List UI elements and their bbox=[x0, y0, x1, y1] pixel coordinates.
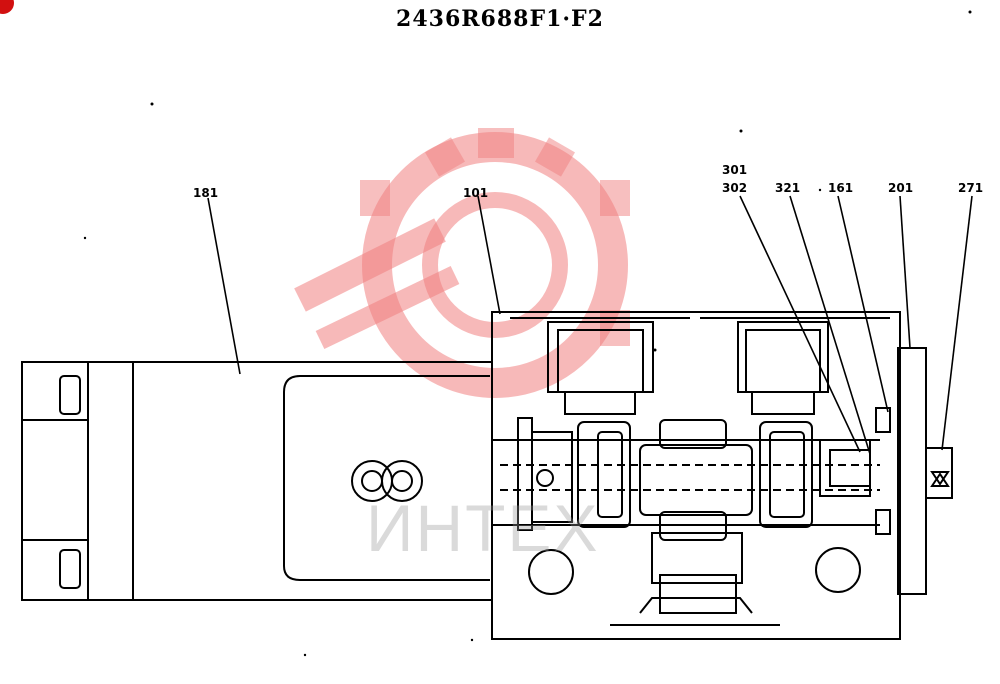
label-302: 302 bbox=[722, 181, 748, 195]
label-321: 321 bbox=[775, 181, 801, 195]
cap-271 bbox=[925, 447, 953, 499]
watermark-text: ИНТЕХ bbox=[366, 491, 600, 565]
label-181: 181 bbox=[193, 186, 219, 200]
label-301: 301 bbox=[722, 163, 748, 177]
label-101: 101 bbox=[463, 186, 489, 200]
corner-badge-icon bbox=[0, 0, 14, 14]
label-161: 161 bbox=[828, 181, 854, 195]
drawing-title: 2436R688F1·F2 bbox=[396, 6, 604, 32]
label-271: 271 bbox=[958, 181, 984, 195]
end-cover-201 bbox=[897, 347, 927, 595]
label-201: 201 bbox=[888, 181, 914, 195]
